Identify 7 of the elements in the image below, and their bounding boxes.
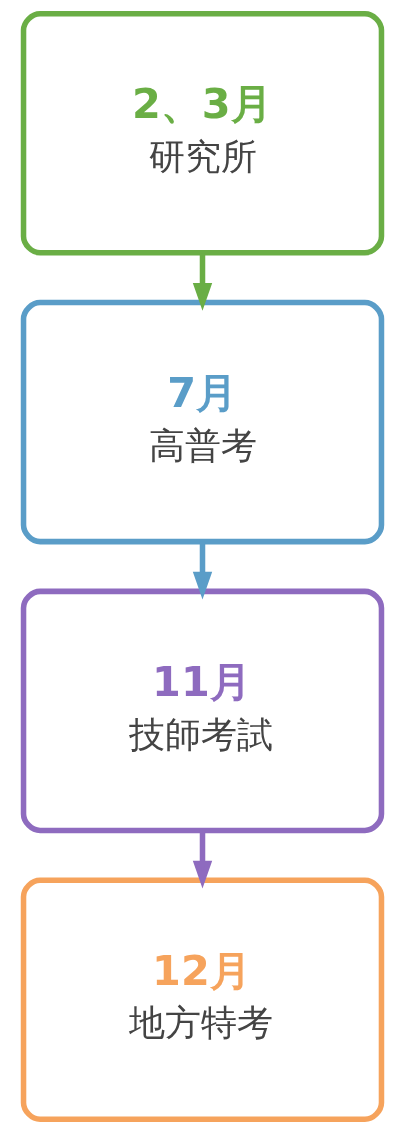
node-box: 11月 技師考試 [20,588,384,834]
arrow [192,253,212,311]
node-box: 7月 高普考 [20,299,384,545]
node-box: 2、3月 研究所 [20,10,384,256]
arrow [192,830,212,889]
arrow [192,541,212,600]
node-box: 12月 地方特考 [20,877,384,1123]
